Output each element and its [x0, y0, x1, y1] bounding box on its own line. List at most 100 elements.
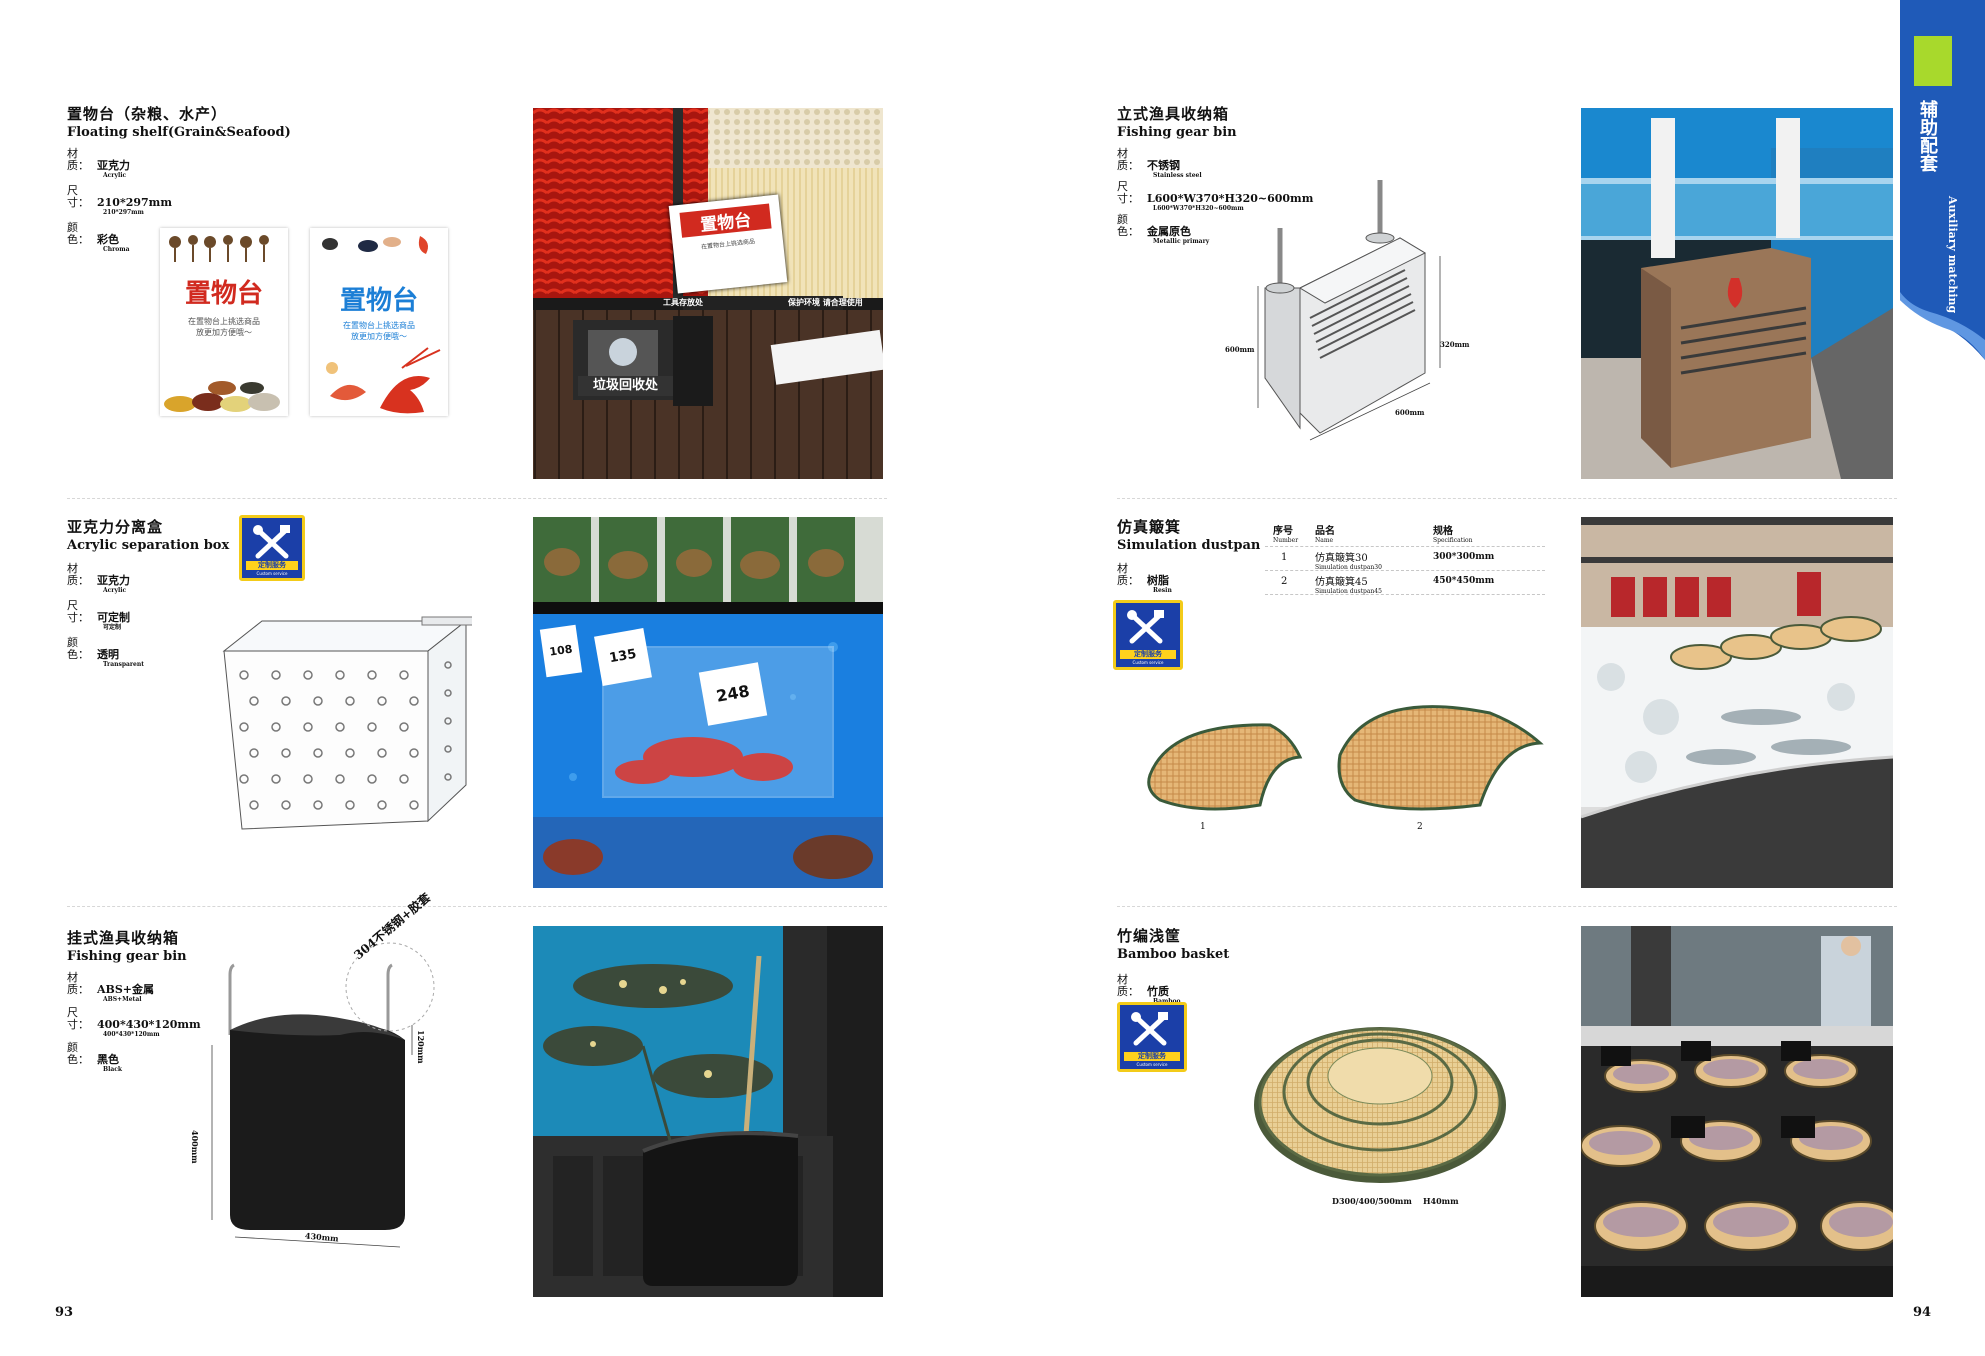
standing-bin-spec-block: 立式渔具收纳箱 Fishing gear bin 材质：不锈钢 Stainles… [1117, 103, 1437, 245]
spoons-illustration [169, 235, 269, 262]
price-tag: 108 [539, 624, 583, 678]
price-tag: 248 [698, 662, 768, 726]
bamboo-basket-spec-block: 竹编浅筐 Bamboo basket 材质：竹质 Bamboo [1117, 925, 1317, 1005]
acrylic-photo-scene [533, 517, 883, 888]
hanging-bin-photo-scene [533, 926, 883, 1297]
standing-bin-side-label: 320mm [1440, 340, 1470, 349]
acrylic-box-title-cn: 亚克力分离盒 [67, 518, 164, 536]
vent-hole [249, 696, 259, 706]
hanging-bin-spec-block: 挂式渔具收纳箱 Fishing gear bin 材质：ABS+金属 ABS+M… [67, 927, 367, 1073]
vent-hole [399, 774, 409, 784]
hanging-bin-title-en: Fishing gear bin [67, 949, 187, 964]
vent-hole [271, 774, 281, 784]
shelf-material: 亚克力 [97, 159, 130, 172]
vent-hole [335, 774, 345, 784]
vent-hole [345, 800, 355, 810]
dustpan-title-en: Simulation dustpan [1117, 538, 1261, 553]
standing-bin-drawing [1257, 180, 1441, 441]
custom-service-badge: 定制服务 Custom service [1113, 600, 1183, 670]
standing-bin-photo-scene [1581, 108, 1893, 479]
bamboo-basket-title-cn: 竹编浅筐 [1117, 927, 1182, 945]
tool-storage-strip: 工具存放处 [663, 298, 703, 307]
hanging-bin-title-cn: 挂式渔具收纳箱 [67, 929, 180, 947]
dustpans-drawing [1147, 705, 1544, 811]
shelf-photo: 置物台 在置物台上挑选商品 工具存放处 保护环境 请合理使用 垃圾回收处 [533, 108, 883, 479]
shelf-card-grain: 置物台 在置物台上挑选商品 放更加方便哦～ [160, 228, 288, 416]
vent-hole [239, 670, 249, 680]
vent-hole [444, 661, 452, 669]
vent-hole [313, 748, 323, 758]
vent-hole [367, 774, 377, 784]
vent-hole [249, 748, 259, 758]
vent-hole [409, 748, 419, 758]
vent-hole [345, 696, 355, 706]
hanging-bin-photo [533, 926, 883, 1297]
custom-service-badge: 定制服务 Custom service [1117, 1002, 1187, 1072]
dustpan-title-cn: 仿真簸箕 [1117, 518, 1182, 536]
vent-hole [281, 748, 291, 758]
vent-hole [444, 689, 452, 697]
hanging-bin-height-label: 400mm [190, 1130, 200, 1164]
seafood-top-illustration [322, 236, 428, 254]
vent-hole [377, 696, 387, 706]
vent-hole [239, 774, 249, 784]
right-divider-1 [1117, 498, 1897, 499]
vent-hole [444, 745, 452, 753]
page-number-right: 94 [1913, 1305, 1932, 1320]
vent-hole [345, 748, 355, 758]
bamboo-basket-photo [1581, 926, 1893, 1297]
grain-card-title: 置物台 [184, 279, 263, 309]
side-tab: 辅助配套 Auxiliary matching [1900, 0, 1985, 360]
vent-hole [409, 800, 419, 810]
acrylic-box-title-en: Acrylic separation box [67, 538, 230, 553]
shelf-photo-scene [533, 108, 883, 479]
vent-hole [444, 773, 452, 781]
left-divider-1 [67, 498, 887, 499]
right-divider-2 [1117, 906, 1897, 907]
standing-bin-title-en: Fishing gear bin [1117, 125, 1237, 140]
vent-hole [399, 670, 409, 680]
grain-piles-illustration [164, 381, 280, 412]
acrylic-box-photo: 108 135 248 [533, 517, 883, 888]
seafood-card-title: 置物台 [339, 286, 418, 316]
acrylic-box-drawing [222, 616, 472, 830]
vent-hole [271, 670, 281, 680]
hanging-bin-drawing [211, 942, 435, 1248]
side-tab-cn: 辅助配套 [1917, 100, 1938, 172]
left-divider-2 [67, 906, 887, 907]
vent-hole [444, 717, 452, 725]
page-number-left: 93 [55, 1305, 74, 1320]
hanging-bin-depth-label: 120mm [416, 1030, 426, 1064]
dustpan-label-1: 1 [1200, 822, 1206, 832]
acrylic-box-spec-block: 亚克力分离盒 Acrylic separation box 材质：亚克力 Acr… [67, 516, 367, 668]
bin-label: 垃圾回收处 [578, 376, 673, 396]
tools-icon [1131, 1012, 1168, 1046]
vent-hole [303, 774, 313, 784]
shelf-size: 210*297mm [97, 196, 172, 209]
vent-hole [313, 800, 323, 810]
vent-hole [313, 696, 323, 706]
vent-hole [335, 722, 345, 732]
price-tag: 135 [594, 628, 652, 686]
dustpan-spec-block: 仿真簸箕 Simulation dustpan 材质：树脂 Resin [1117, 516, 1297, 594]
vent-hole [367, 722, 377, 732]
dustpan-photo-scene [1581, 517, 1893, 888]
dustpan-label-2: 2 [1417, 822, 1423, 832]
side-tab-shape [1900, 0, 1985, 360]
shelf-title-en: Floating shelf(Grain&Seafood) [67, 125, 291, 140]
shelf-color: 彩色 [97, 233, 119, 246]
standing-bin-title-cn: 立式渔具收纳箱 [1117, 105, 1230, 123]
tools-icon [253, 525, 290, 559]
vent-hole [303, 722, 313, 732]
vent-hole [377, 800, 387, 810]
bamboo-baskets-drawing [1254, 1027, 1506, 1183]
bamboo-basket-title-en: Bamboo basket [1117, 947, 1230, 962]
shelf-title-cn: 置物台（杂粮、水产） [67, 105, 228, 123]
shelf-spec-block: 置物台（杂粮、水产） Floating shelf(Grain&Seafood)… [67, 103, 367, 253]
vent-hole [367, 670, 377, 680]
standing-bin-photo [1581, 108, 1893, 479]
standing-bin-height-label: 600mm [1225, 345, 1255, 354]
environment-strip: 保护环境 请合理使用 [788, 298, 863, 307]
